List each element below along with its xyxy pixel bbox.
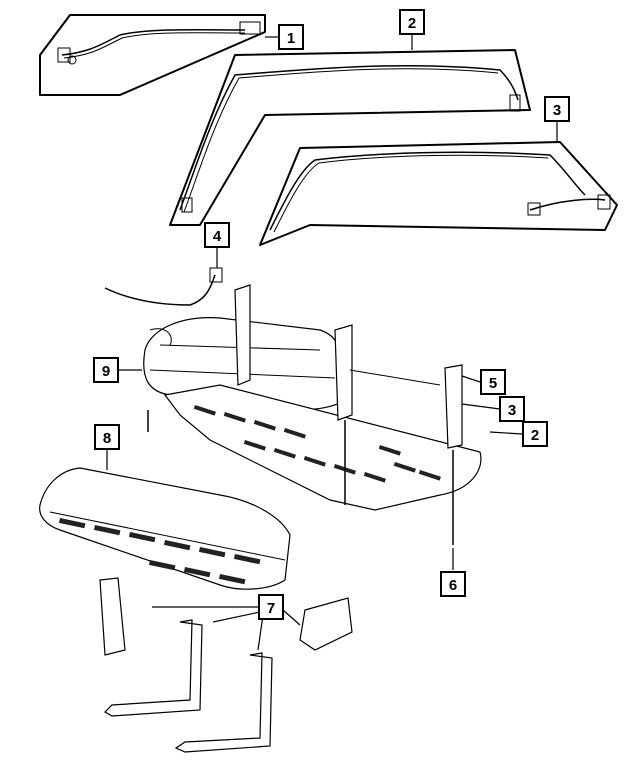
callout-9: 9 xyxy=(93,357,119,383)
callout-7: 7 xyxy=(258,594,284,620)
callout-6: 6 xyxy=(440,571,466,597)
skid-plate-slots xyxy=(193,404,441,483)
callout-3-right: 3 xyxy=(499,396,525,422)
callout-4: 4 xyxy=(204,222,230,248)
callout-2-top: 2 xyxy=(399,9,425,35)
callout-label: 2 xyxy=(531,427,539,444)
callout-2-right: 2 xyxy=(522,421,548,447)
callout-label: 5 xyxy=(489,375,497,392)
callout-label: 3 xyxy=(508,402,516,419)
callout-label: 9 xyxy=(102,363,110,380)
callout-label: 7 xyxy=(267,600,275,617)
lower-plate-slots xyxy=(58,517,261,585)
part-7-straps xyxy=(99,577,353,753)
callout-label: 1 xyxy=(287,30,295,47)
callout-label: 6 xyxy=(449,577,457,594)
callout-8: 8 xyxy=(94,424,120,450)
callout-label: 3 xyxy=(553,102,561,119)
part-1-fuel-line-panel xyxy=(39,14,266,96)
callout-3-top: 3 xyxy=(544,96,570,122)
callout-label: 8 xyxy=(103,430,111,447)
callout-5: 5 xyxy=(480,369,506,395)
callout-label: 4 xyxy=(213,228,222,245)
part-8-skid-plate xyxy=(39,467,291,590)
callout-label: 2 xyxy=(408,15,416,32)
part-2-fuel-line-panel xyxy=(169,49,531,226)
fuel-tank-assembly xyxy=(104,267,482,545)
callout-1: 1 xyxy=(278,24,304,50)
leader-lines xyxy=(106,35,558,651)
part-3-fuel-line-panel xyxy=(259,141,618,246)
